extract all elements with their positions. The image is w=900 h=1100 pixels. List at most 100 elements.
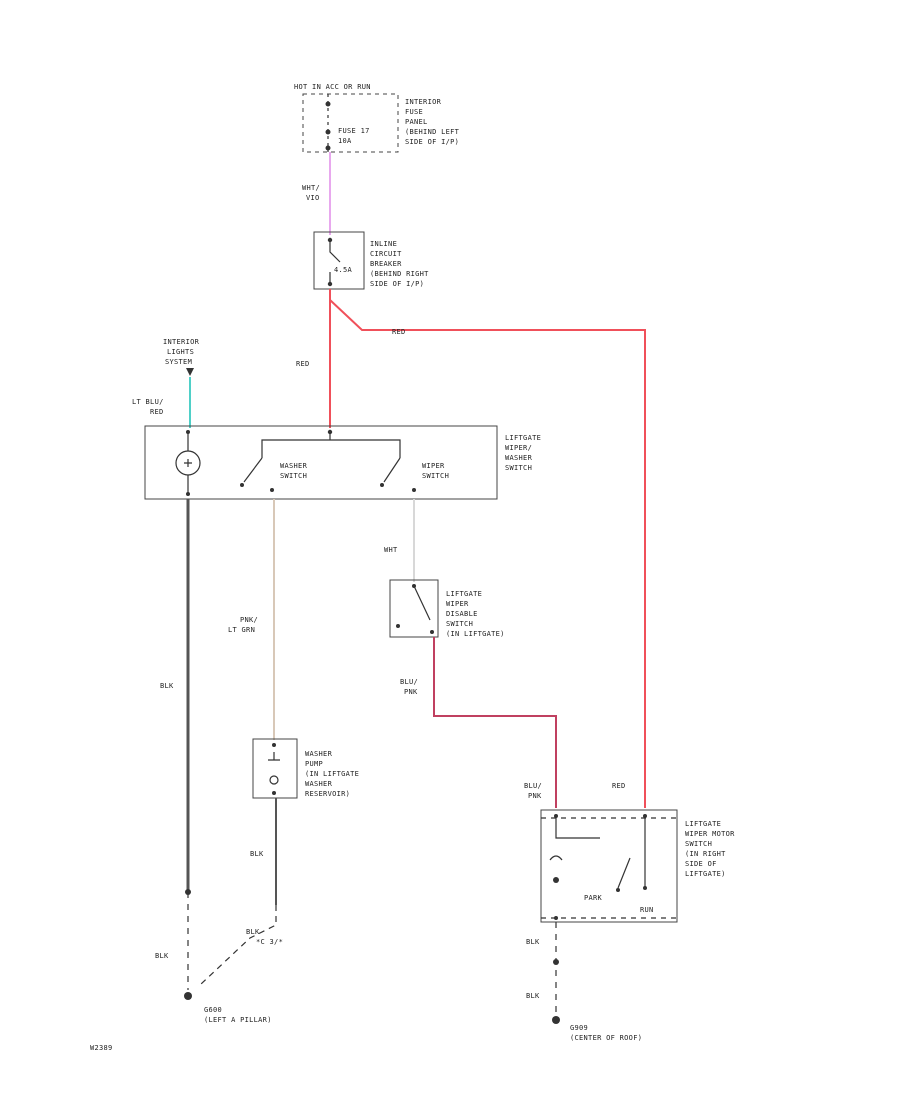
svg-text:G909: G909 <box>570 1024 588 1032</box>
wiper-motor-switch-box <box>540 809 678 923</box>
lamp-filament <box>184 459 192 467</box>
svg-text:WIPER/: WIPER/ <box>505 444 532 452</box>
svg-text:BLU/: BLU/ <box>524 782 542 790</box>
svg-text:WASHER: WASHER <box>305 750 333 758</box>
svg-text:WASHER: WASHER <box>305 780 333 788</box>
wiper-switch-contact <box>383 457 401 483</box>
wire-label-blk-g2a: BLK <box>526 938 540 946</box>
wiper-switch-label: WIPER SWITCH <box>422 462 449 480</box>
wire-label-red-left: RED <box>296 360 310 368</box>
svg-text:LIFTGATE): LIFTGATE) <box>685 870 726 878</box>
svg-text:RED: RED <box>150 408 164 416</box>
svg-text:WHT/: WHT/ <box>302 184 320 192</box>
svg-text:BLK: BLK <box>246 928 260 936</box>
svg-text:WIPER: WIPER <box>446 600 469 608</box>
breaker-rating: 4.5A <box>334 266 353 274</box>
interior-lights-label: INTERIOR LIGHTS SYSTEM <box>163 338 200 366</box>
circuit-breaker-box <box>313 231 365 290</box>
svg-text:SWITCH: SWITCH <box>280 472 307 480</box>
wire-label-lt-blu-red: LT BLU/ RED <box>132 398 164 416</box>
park-label: PARK <box>584 894 603 902</box>
svg-text:PUMP: PUMP <box>305 760 323 768</box>
wire-label-blu-pnk-1: BLU/ PNK <box>400 678 418 696</box>
svg-text:BREAKER: BREAKER <box>370 260 402 268</box>
figure-id: W2389 <box>90 1044 113 1052</box>
run-label: RUN <box>640 906 654 914</box>
wire-label-blk-g2b: BLK <box>526 992 540 1000</box>
svg-text:LIFTGATE: LIFTGATE <box>446 590 482 598</box>
motor-terminal-ground <box>554 916 558 920</box>
svg-text:(IN LIFTGATE): (IN LIFTGATE) <box>446 630 505 638</box>
svg-text:SWITCH: SWITCH <box>446 620 473 628</box>
svg-text:SYSTEM: SYSTEM <box>165 358 192 366</box>
ground-left-label: G600 (LEFT A PILLAR) <box>204 1006 271 1024</box>
svg-text:WIPER MOTOR: WIPER MOTOR <box>685 830 735 838</box>
svg-text:PANEL: PANEL <box>405 118 428 126</box>
switch-common-bus <box>261 439 401 458</box>
svg-text:INTERIOR: INTERIOR <box>405 98 442 106</box>
svg-text:INTERIOR: INTERIOR <box>163 338 200 346</box>
svg-text:LIGHTS: LIGHTS <box>167 348 194 356</box>
wire-label-pnk-ltgrn: PNK/ LT GRN <box>228 616 258 634</box>
svg-text:VIO: VIO <box>306 194 320 202</box>
svg-text:SIDE OF: SIDE OF <box>685 860 717 868</box>
svg-text:SIDE OF I/P): SIDE OF I/P) <box>370 280 424 288</box>
pump-terminal-top <box>272 743 276 747</box>
svg-text:FUSE 17: FUSE 17 <box>338 127 370 135</box>
fuse-panel-box <box>302 93 399 153</box>
disable-contact-right <box>430 630 434 634</box>
svg-text:(BEHIND RIGHT: (BEHIND RIGHT <box>370 270 429 278</box>
disable-switch-contact <box>413 585 431 621</box>
svg-text:(IN RIGHT: (IN RIGHT <box>685 850 726 858</box>
breaker-label: INLINE CIRCUIT BREAKER (BEHIND RIGHT SID… <box>370 240 429 288</box>
wire-label-red-right: RED <box>612 782 626 790</box>
svg-text:PNK/: PNK/ <box>240 616 258 624</box>
wire-label-red-top: RED <box>392 328 406 336</box>
switch-label: LIFTGATE WIPER/ WASHER SWITCH <box>505 434 541 472</box>
svg-text:(CENTER OF ROOF): (CENTER OF ROOF) <box>570 1034 642 1042</box>
svg-text:SIDE OF I/P): SIDE OF I/P) <box>405 138 459 146</box>
wiper-washer-switch-box <box>144 425 498 500</box>
motor-contact-run <box>643 886 647 890</box>
svg-text:DISABLE: DISABLE <box>446 610 478 618</box>
washer-switch-contact <box>243 457 263 483</box>
fuse-terminal-mid <box>325 129 331 135</box>
fuse-terminal-bottom <box>325 145 331 151</box>
washer-pump-box <box>252 738 298 799</box>
svg-text:PNK: PNK <box>404 688 418 696</box>
motor-park-switch-contact <box>617 857 631 889</box>
hot-label: HOT IN ACC OR RUN <box>294 83 370 91</box>
disable-contact-left <box>396 624 400 628</box>
svg-text:(BEHIND LEFT: (BEHIND LEFT <box>405 128 460 136</box>
pump-label: WASHER PUMP (IN LIFTGATE WASHER RESERVOI… <box>305 750 359 798</box>
svg-text:LT BLU/: LT BLU/ <box>132 398 164 406</box>
fuse-label: FUSE 17 10A <box>338 127 370 145</box>
washer-switch-label: WASHER SWITCH <box>280 462 308 480</box>
motor-armature-icon <box>549 855 563 861</box>
wiper-contact-right <box>412 488 416 492</box>
ground-right-label: G909 (CENTER OF ROOF) <box>570 1024 642 1042</box>
motor-label: LIFTGATE WIPER MOTOR SWITCH (IN RIGHT SI… <box>685 820 735 878</box>
disable-switch-label: LIFTGATE WIPER DISABLE SWITCH (IN LIFTGA… <box>446 590 505 638</box>
wire-label-wht-vio: WHT/ VIO <box>302 184 320 202</box>
disable-switch-box <box>389 579 439 638</box>
interior-lights-arrow <box>186 368 194 376</box>
wire-label-blk-left: BLK <box>160 682 174 690</box>
ground-left-icon <box>184 992 192 1000</box>
svg-text:WASHER: WASHER <box>280 462 308 470</box>
wire-blk-branch <box>199 905 277 986</box>
svg-text:INLINE: INLINE <box>370 240 397 248</box>
wire-blu-pnk <box>433 637 557 808</box>
svg-text:FUSE: FUSE <box>405 108 423 116</box>
wire-label-blk-pump: BLK <box>250 850 264 858</box>
washer-contact-right <box>270 488 274 492</box>
svg-text:LT GRN: LT GRN <box>228 626 255 634</box>
breaker-contact <box>329 240 341 284</box>
svg-text:LIFTGATE: LIFTGATE <box>685 820 721 828</box>
pump-symbol <box>268 752 280 761</box>
svg-text:BLU/: BLU/ <box>400 678 418 686</box>
svg-text:RESERVOIR): RESERVOIR) <box>305 790 350 798</box>
wire-label-blk-g1b: BLK *C 3/* <box>246 928 283 946</box>
wire-label-wht: WHT <box>384 546 398 554</box>
svg-text:(IN LIFTGATE: (IN LIFTGATE <box>305 770 359 778</box>
